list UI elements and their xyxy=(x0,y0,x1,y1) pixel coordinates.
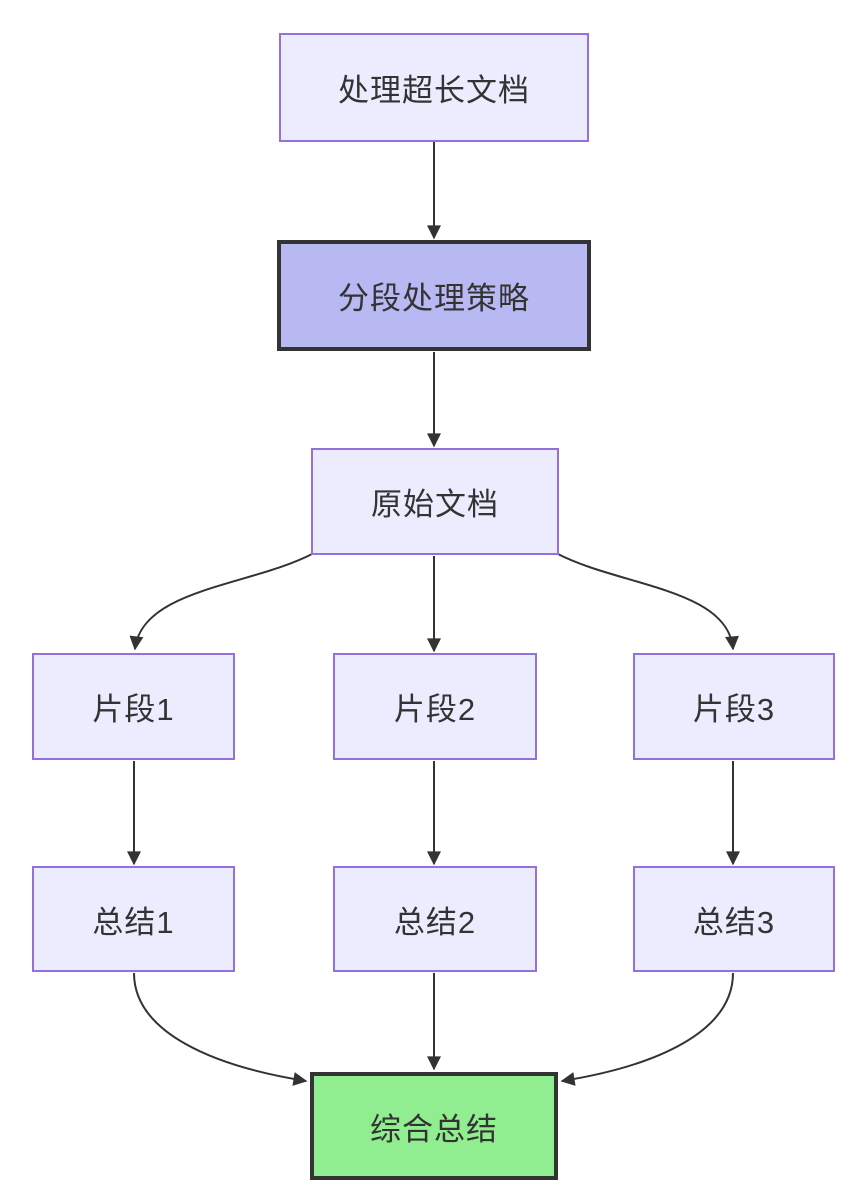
node-label: 分段处理策略 xyxy=(338,281,530,316)
node-label: 总结2 xyxy=(393,904,477,940)
node-summary-2: 总结2 xyxy=(333,866,537,972)
node-chunk-1: 片段1 xyxy=(32,653,235,760)
node-label: 片段2 xyxy=(393,692,477,727)
node-chunk-2: 片段2 xyxy=(333,653,537,760)
node-chunk-3: 片段3 xyxy=(633,653,835,760)
node-label: 总结1 xyxy=(92,904,175,940)
node-label: 片段1 xyxy=(92,692,175,727)
node-process-long-document: 处理超长文档 xyxy=(279,33,589,142)
edge-original-chunk3 xyxy=(555,552,739,651)
node-summary-1: 总结1 xyxy=(32,866,235,972)
node-label: 综合总结 xyxy=(370,1111,498,1147)
node-summary-3: 总结3 xyxy=(633,866,835,972)
node-label: 总结3 xyxy=(692,904,776,940)
node-label: 片段3 xyxy=(692,692,776,727)
edge-original-chunk1 xyxy=(129,552,315,651)
node-segmentation-strategy: 分段处理策略 xyxy=(277,240,591,351)
edge-summary1-final xyxy=(133,972,308,1086)
node-combined-summary: 综合总结 xyxy=(310,1072,558,1180)
node-label: 处理超长文档 xyxy=(338,73,530,108)
node-label: 原始文档 xyxy=(371,487,499,522)
edge-summary3-final xyxy=(560,972,734,1086)
node-original-document: 原始文档 xyxy=(311,448,559,555)
